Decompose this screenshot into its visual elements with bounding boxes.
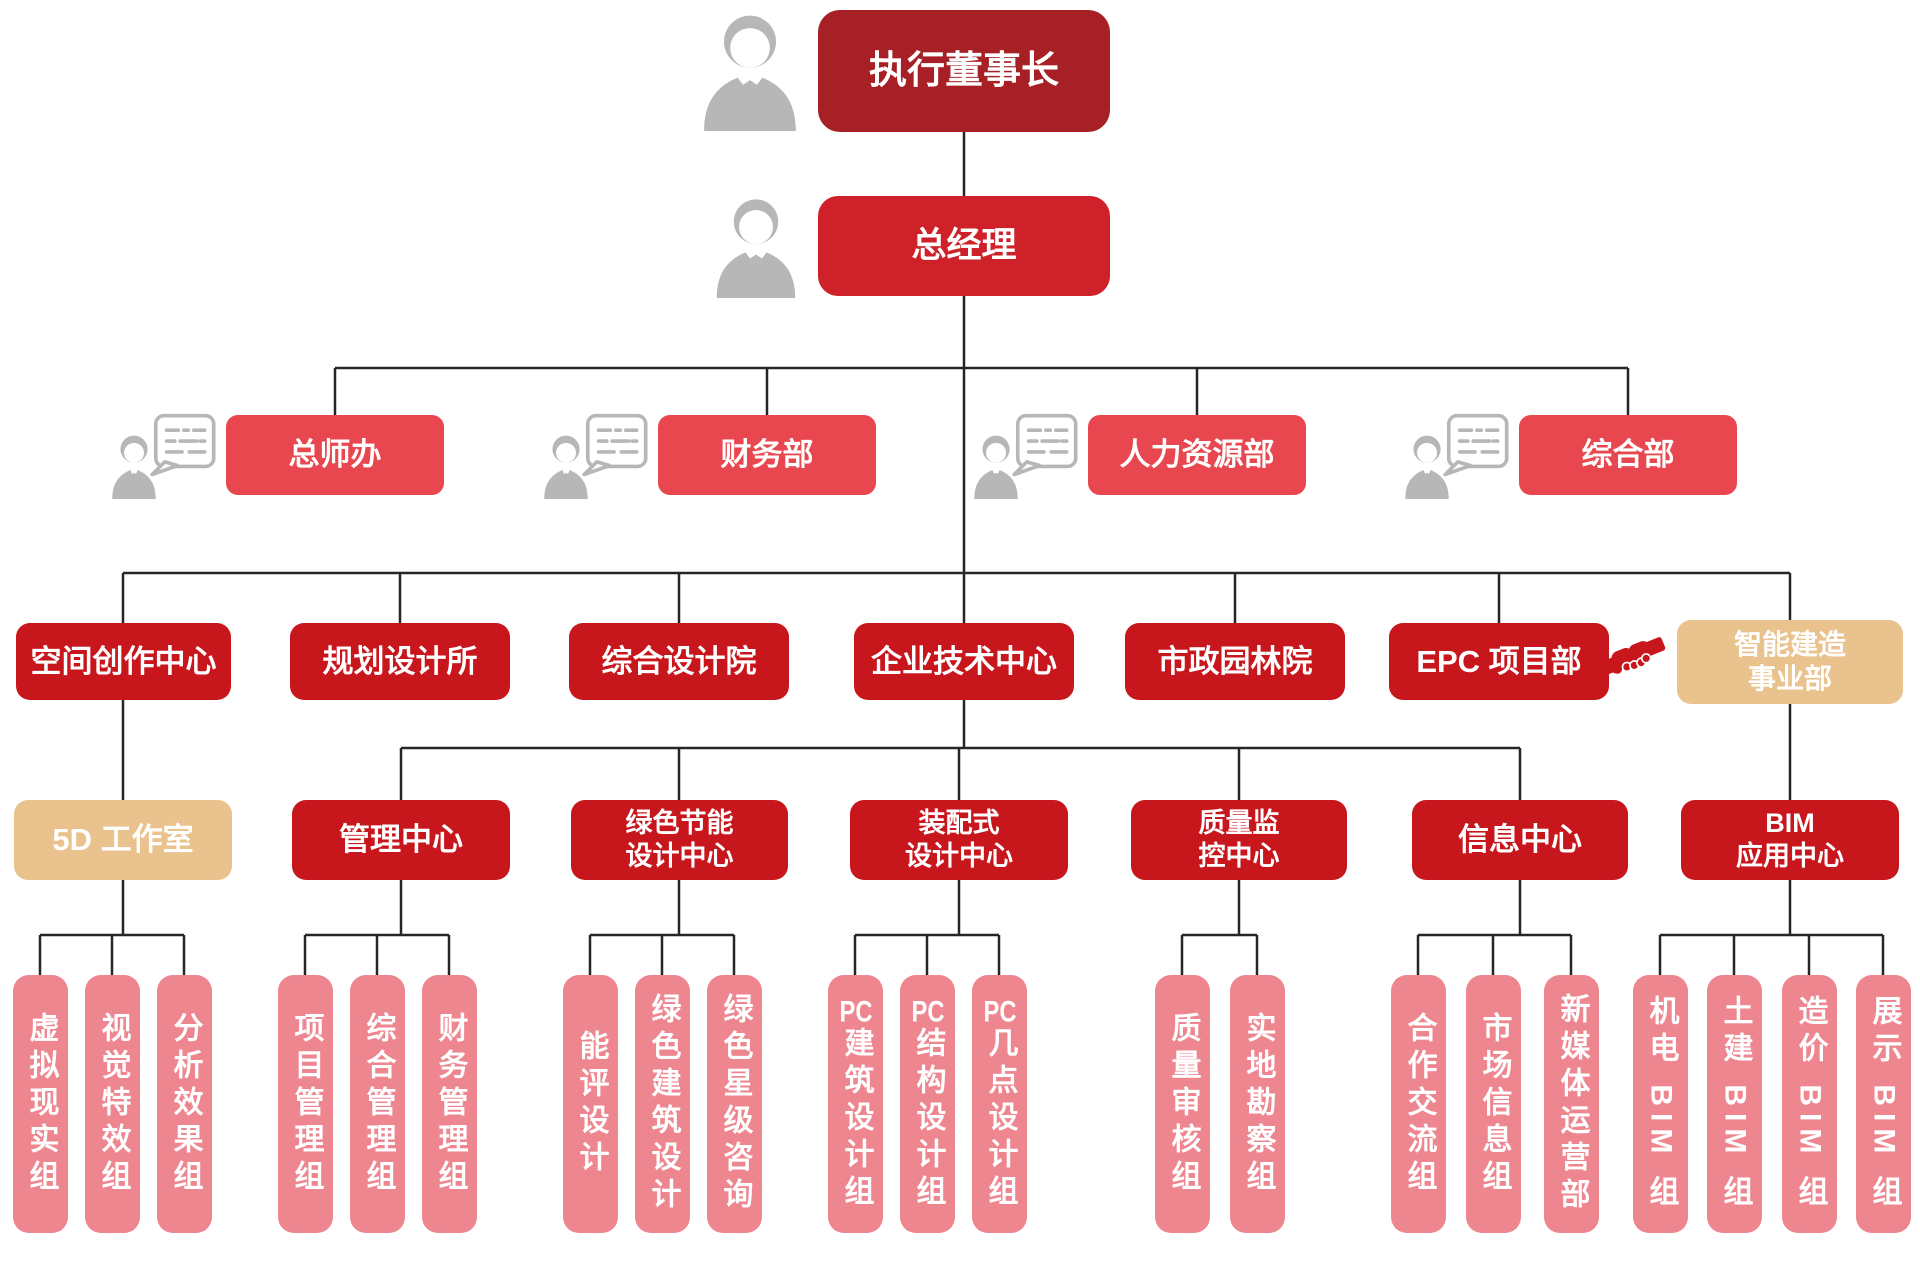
- center-node: 管理中心: [292, 800, 510, 880]
- division-label-line2: 事业部: [1747, 663, 1832, 694]
- group-column: 质量审核组: [1155, 975, 1210, 1233]
- node-hr-dept: 人力资源部: [1088, 415, 1306, 495]
- center-label-line1: 绿色节能: [625, 808, 734, 839]
- center-label-line1: BIM: [1765, 808, 1815, 839]
- center-node: 信息中心: [1412, 800, 1628, 880]
- handshake-icon: [1599, 637, 1666, 676]
- center-node: 装配式 设计中心: [850, 800, 1068, 880]
- group-column: 虚拟现实组: [13, 975, 68, 1233]
- division-node: 企业技术中心: [854, 623, 1074, 700]
- group-column: PC建筑设计组: [828, 975, 883, 1233]
- group-column: 分析效果组: [157, 975, 212, 1233]
- center-label-line1: 质量监: [1198, 808, 1280, 839]
- division-node: EPC 项目部: [1389, 623, 1609, 700]
- center-node: 质量监 控中心: [1131, 800, 1347, 880]
- division-node: 市政园林院: [1125, 623, 1345, 700]
- node-chief-engineer-office: 总师办: [226, 415, 444, 495]
- center-label-line2: 控中心: [1198, 841, 1280, 871]
- group-column: PC几点设计组: [972, 975, 1027, 1233]
- person-icon: [704, 15, 796, 131]
- group-column: 机电 BIM 组: [1633, 975, 1688, 1233]
- group-column: PC结构设计组: [900, 975, 955, 1233]
- center-node: 绿色节能 设计中心: [571, 800, 788, 880]
- group-column: 项目管理组: [278, 975, 333, 1233]
- center-label-line1: 装配式: [918, 808, 1000, 839]
- group-column: 造价 BIM 组: [1782, 975, 1837, 1233]
- division-node: 智能建造 事业部: [1677, 620, 1903, 704]
- node-general-manager: 总经理: [818, 196, 1110, 296]
- person-icon: [716, 199, 796, 298]
- person-chat-icon: [974, 413, 1078, 499]
- center-label-line2: 设计中心: [905, 841, 1013, 871]
- group-column: 市场信息组: [1466, 975, 1521, 1233]
- group-column: 土建 BIM 组: [1707, 975, 1762, 1233]
- person-chat-icon: [112, 413, 216, 499]
- center-node: 5D 工作室: [14, 800, 232, 880]
- center-label-line2: 应用中心: [1736, 841, 1844, 871]
- node-general-affairs-dept: 综合部: [1519, 415, 1737, 495]
- group-column: 综合管理组: [350, 975, 405, 1233]
- group-column: 绿色星级咨询: [707, 975, 762, 1233]
- group-column: 合作交流组: [1391, 975, 1446, 1233]
- node-finance-dept: 财务部: [658, 415, 876, 495]
- center-label-line2: 设计中心: [625, 841, 734, 871]
- division-node: 综合设计院: [569, 623, 789, 700]
- division-node: 空间创作中心: [16, 623, 231, 700]
- division-label-line1: 智能建造: [1733, 628, 1846, 660]
- group-column: 新媒体运营部: [1544, 975, 1599, 1233]
- group-column: 能评设计: [563, 975, 618, 1233]
- person-chat-icon: [1405, 413, 1509, 499]
- group-column: 展示 BIM 组: [1856, 975, 1911, 1233]
- group-column: 绿色建筑设计: [635, 975, 690, 1233]
- node-executive-chairman: 执行董事长: [818, 10, 1110, 132]
- center-node: BIM 应用中心: [1681, 800, 1899, 880]
- group-column: 实地勘察组: [1230, 975, 1285, 1233]
- division-node: 规划设计所: [290, 623, 510, 700]
- group-column: 财务管理组: [422, 975, 477, 1233]
- person-chat-icon: [544, 413, 648, 499]
- group-column: 视觉特效组: [85, 975, 140, 1233]
